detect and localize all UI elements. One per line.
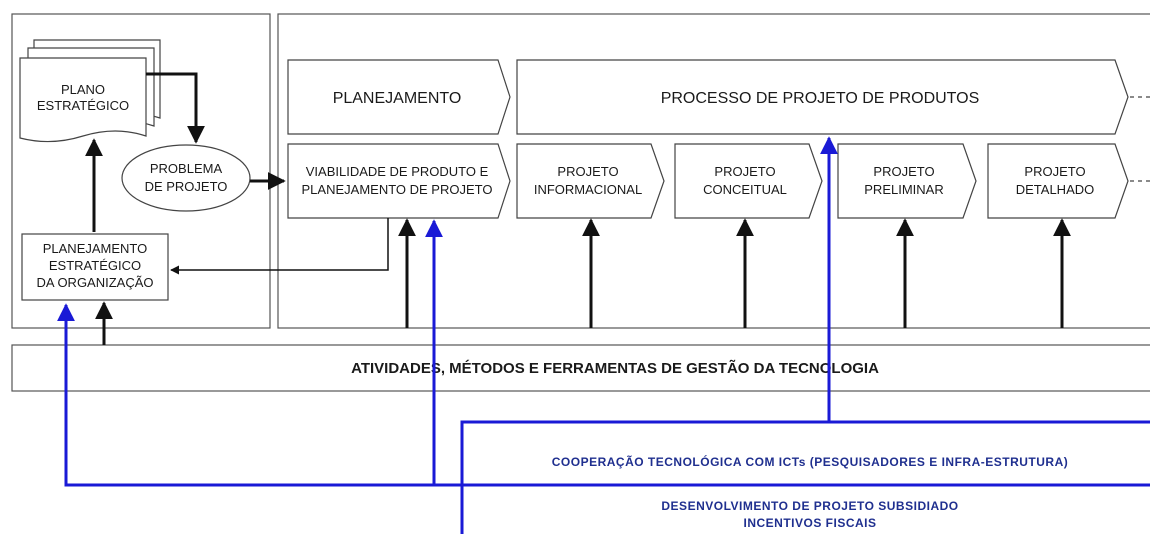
phase-detailed-line2: DETALHADO: [1016, 182, 1095, 197]
process-panel: [277, 13, 1150, 329]
problem-ellipse: [121, 144, 251, 212]
planning-header-label: PLANEJAMENTO: [333, 90, 462, 107]
plan-label-line1: PLANO: [61, 82, 105, 97]
arrow-plan-to-problem: [146, 72, 205, 144]
arrow-viability-to-org: [170, 218, 389, 275]
phase-detailed-line1: PROJETO: [1024, 164, 1085, 179]
planning-header-chevron: [287, 59, 511, 135]
phase-preliminary-line1: PROJETO: [873, 164, 934, 179]
phase-informational-line2: INFORMACIONAL: [534, 182, 642, 197]
plan-document-shape: [19, 39, 161, 143]
blue-line-to-org: [57, 303, 1150, 487]
phase-informational-line1: PROJETO: [557, 164, 618, 179]
development-label-line1: DESENVOLVIMENTO DE PROJETO SUBSIDIADO: [661, 499, 958, 513]
plan-label-line2: ESTRATÉGICO: [37, 98, 129, 113]
activities-bar: [11, 344, 1150, 392]
blue-line-cooperation-frame: [460, 420, 1150, 534]
phase-detailed-chevron: [987, 143, 1129, 219]
left-panel: [11, 13, 271, 329]
strategic-planning-line1: PLANEJAMENTO: [43, 241, 148, 256]
problem-label-line1: PROBLEMA: [150, 161, 223, 176]
process-header-label: PROCESSO DE PROJETO DE PRODUTOS: [661, 90, 980, 107]
strategic-planning-line3: DA ORGANIZAÇÃO: [36, 275, 153, 290]
phase-preliminary-line2: PRELIMINAR: [864, 182, 943, 197]
activities-bar-label: ATIVIDADES, MÉTODOS E FERRAMENTAS DE GES…: [351, 359, 879, 377]
viability-line2: PLANEJAMENTO DE PROJETO: [302, 182, 493, 197]
phase-conceptual-chevron: [674, 143, 823, 219]
black-arrows: [85, 72, 1071, 345]
cooperation-label: COOPERAÇÃO TECNOLÓGICA COM ICTs (PESQUIS…: [552, 454, 1069, 469]
process-header-chevron: [516, 59, 1129, 135]
blue-lines: [57, 136, 1150, 534]
development-label-line2: INCENTIVOS FISCAIS: [743, 516, 876, 530]
phase-informational-chevron: [516, 143, 665, 219]
strategic-planning-box: [21, 233, 169, 301]
phase-preliminary-chevron: [837, 143, 977, 219]
problem-label-line2: DE PROJETO: [145, 179, 228, 194]
strategic-planning-line2: ESTRATÉGICO: [49, 258, 141, 273]
viability-chevron: [287, 143, 511, 219]
viability-line1: VIABILIDADE DE PRODUTO E: [306, 164, 489, 179]
phase-conceptual-line1: PROJETO: [714, 164, 775, 179]
phase-conceptual-line2: CONCEITUAL: [703, 182, 787, 197]
